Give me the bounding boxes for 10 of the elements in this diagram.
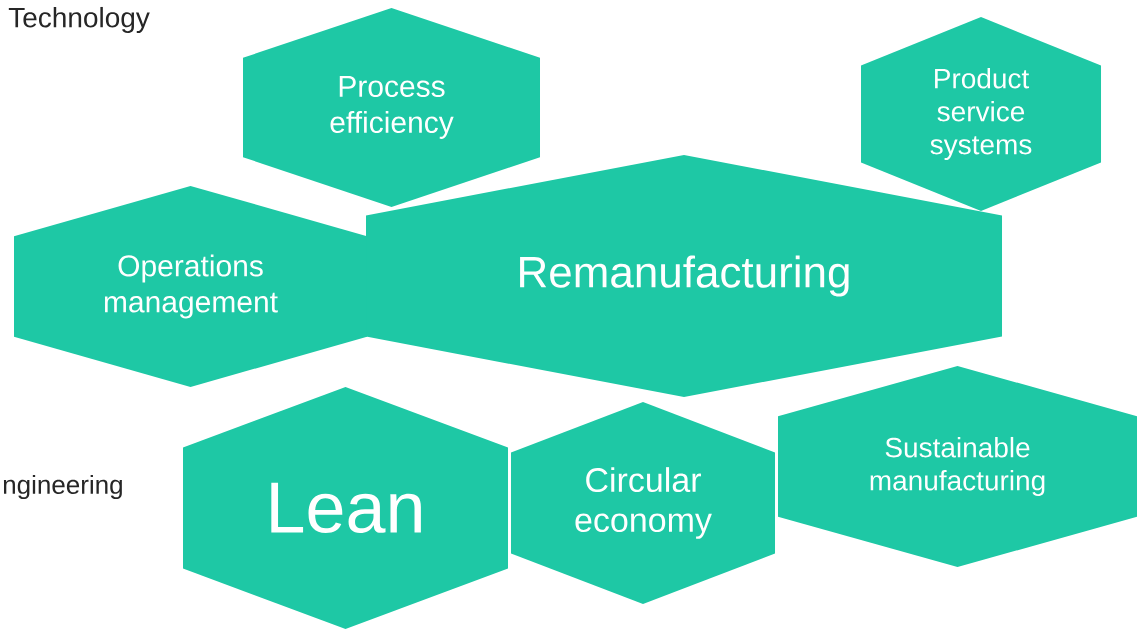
node-label: Remanufacturing (520, 255, 849, 297)
hexagon: Process efficiency (243, 8, 540, 207)
hexagon: Sustainable manufacturing (778, 366, 1137, 567)
hexagon: Lean (183, 387, 508, 629)
node-label: Operations management (104, 254, 278, 319)
hexagon: Circular economy (511, 402, 775, 604)
hexagon: Product service systems (861, 17, 1101, 211)
hexagon: Operations management (14, 186, 367, 387)
side-label: Technology (8, 6, 150, 34)
side-label: ngineering (3, 474, 122, 500)
